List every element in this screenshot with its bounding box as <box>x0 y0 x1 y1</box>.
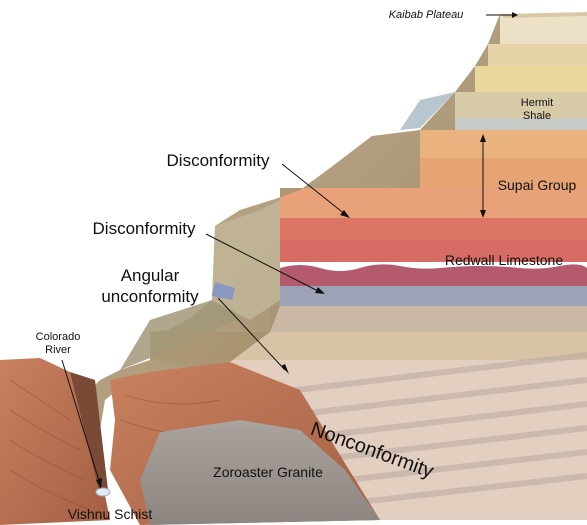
angular-unconformity-label-line1: Angular <box>121 266 180 285</box>
zoroaster-granite-label: Zoroaster Granite <box>213 464 323 480</box>
colorado-river-label-line2: River <box>45 344 71 356</box>
coconino-layer <box>475 66 587 92</box>
hermit-shale-label-line1: Hermit <box>521 97 553 109</box>
kaibab-plateau-label: Kaibab Plateau <box>389 9 464 21</box>
supai-layer-1 <box>420 130 587 158</box>
muav-layer <box>280 286 587 306</box>
toroweap-layer <box>488 44 587 66</box>
hermit-shale-blue <box>455 118 587 130</box>
disconformity-lower-label: Disconformity <box>93 219 196 238</box>
vishnu-schist-label: Vishnu Schist <box>68 506 153 522</box>
redwall-layer-1 <box>280 218 587 240</box>
supai-group-label: Supai Group <box>498 177 577 193</box>
kaibab-layer <box>500 14 587 44</box>
colorado-river-label-line1: Colorado <box>36 331 81 343</box>
colorado-river-water <box>96 488 110 496</box>
redwall-limestone-label: Redwall Limestone <box>445 252 563 268</box>
hermit-shale-label-line2: Shale <box>523 110 551 122</box>
angular-unconformity-label-line2: unconformity <box>101 287 199 306</box>
bright-angel-layer <box>270 306 587 332</box>
disconformity-upper-label: Disconformity <box>167 151 270 170</box>
